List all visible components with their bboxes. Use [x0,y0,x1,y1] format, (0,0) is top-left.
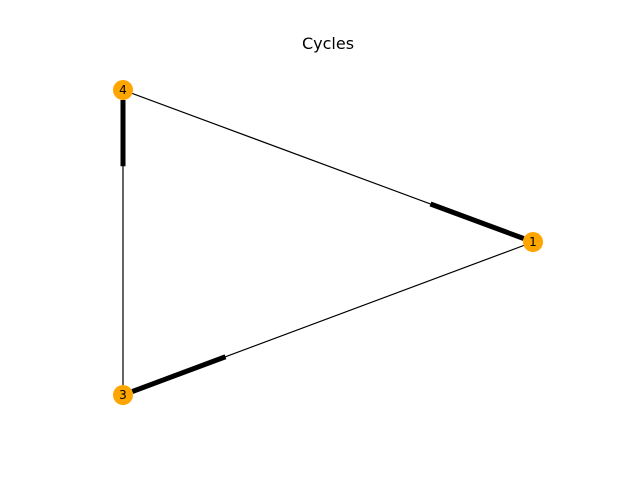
node-label-3: 3 [119,388,127,402]
node-circle-1 [523,232,543,252]
node-circle-4 [113,80,133,100]
edge-layer [120,89,534,396]
node-1: 1 [523,232,543,252]
edge-arrow-4-1 [429,201,525,241]
node-layer: 4 1 3 [113,80,543,405]
node-label-4: 4 [119,83,127,97]
node-circle-3 [113,385,133,405]
node-3: 3 [113,385,133,405]
node-label-1: 1 [529,235,537,249]
edge-arrow-1-3 [131,354,227,394]
figure-title: Cycles [302,34,354,53]
node-4: 4 [113,80,133,100]
